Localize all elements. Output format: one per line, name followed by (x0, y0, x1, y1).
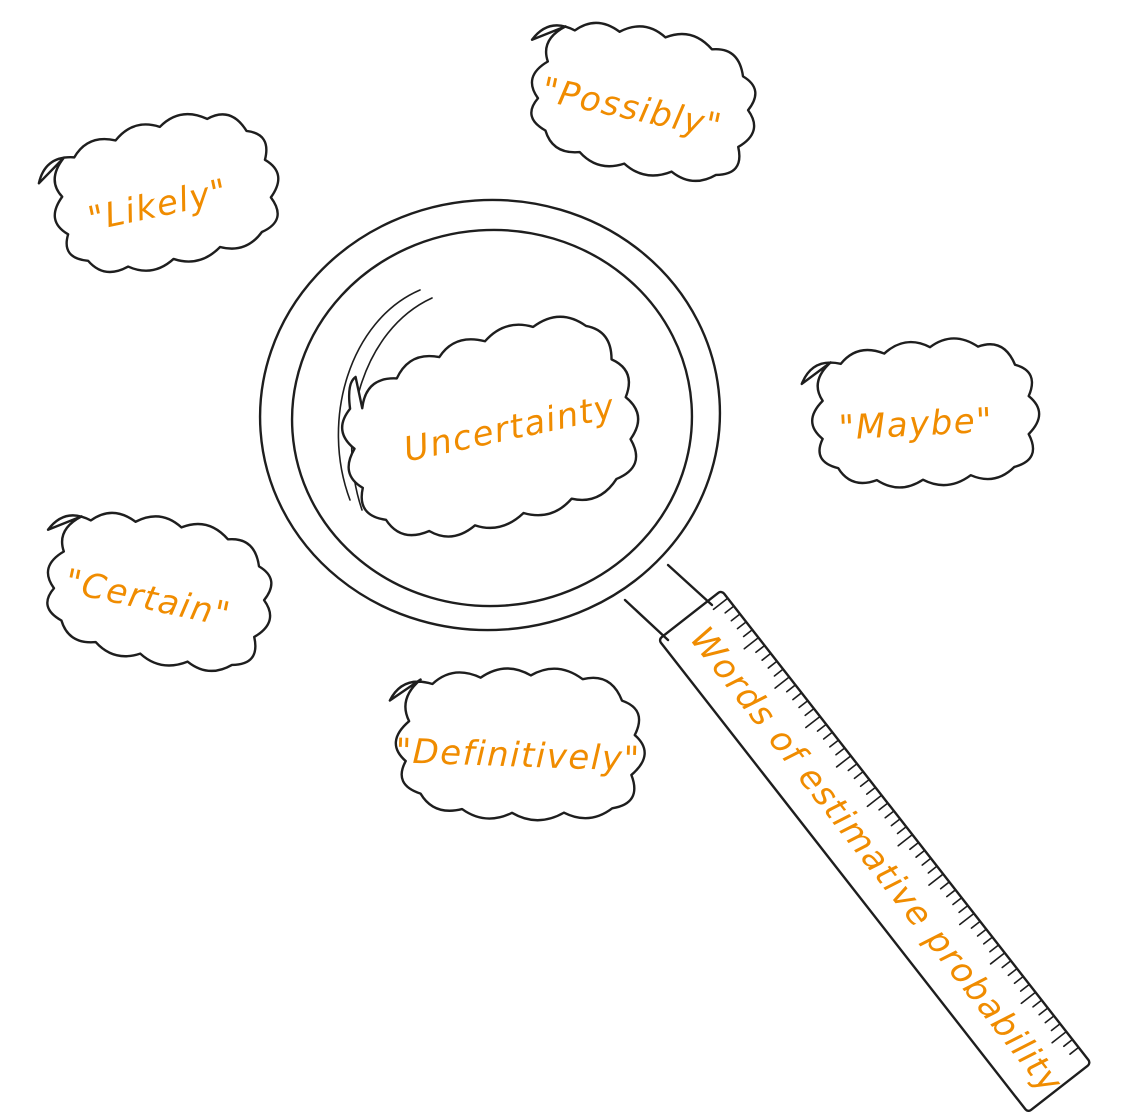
ruler-tick (822, 731, 834, 740)
ruler-tick (866, 794, 883, 808)
ruler-tick (989, 952, 1006, 965)
ruler-tick (804, 707, 815, 717)
ruler-tick (878, 802, 889, 811)
ruler-tick (982, 936, 994, 945)
ruler-tick (896, 825, 908, 835)
ruler-tick (773, 668, 784, 677)
ruler-tick (1001, 959, 1012, 969)
ruler-tick (927, 865, 938, 874)
ruler-tick (970, 920, 981, 929)
ruler-tick (909, 841, 920, 851)
ruler-tick (1051, 1030, 1068, 1044)
term-cloud-possibly: "Possibly" (530, 21, 757, 183)
handle-ruler: Words of estimative probability (658, 590, 1091, 1112)
ruler-tick (865, 786, 877, 795)
ruler-tick (915, 849, 926, 858)
magnifying-glass-icon (258, 198, 722, 642)
ruler-tick (805, 715, 821, 729)
ruler-tick (928, 873, 944, 886)
ruler-tick (792, 692, 803, 701)
ruler-tick (1069, 1046, 1080, 1055)
ruler-tick (1044, 1015, 1055, 1024)
ruler-tick (952, 896, 963, 906)
ruler-tick (829, 739, 840, 748)
ruler-tick (730, 613, 741, 622)
ruler-tick (890, 818, 901, 827)
ruler-tick (742, 628, 754, 638)
ruler-tick (1007, 967, 1018, 977)
ruler-tick (958, 904, 969, 914)
ruler-tick (736, 621, 747, 630)
ruler-tick (976, 928, 988, 937)
ruler-tick (946, 889, 957, 898)
ruler-tick (774, 676, 791, 689)
ruler-tick (743, 636, 760, 650)
ruler-tick (724, 605, 735, 614)
ruler-tick (785, 684, 797, 693)
ruler-tick (884, 810, 895, 819)
ruler-tick (1019, 983, 1031, 992)
ruler-tick (1020, 991, 1037, 1005)
ruler-tick (989, 944, 1000, 953)
ruler-tick (755, 644, 766, 654)
ruler-tick (921, 857, 932, 866)
ruler-tick (1050, 1022, 1061, 1032)
term-cloud-likely: "Likely" (37, 112, 280, 274)
ruler-tick (897, 833, 914, 847)
ruler-tick (761, 652, 772, 661)
ruler-tick (712, 597, 729, 611)
term-cloud-definitively: "Definitively" (388, 667, 646, 822)
ruler-tick (853, 770, 864, 780)
ruler-tick (847, 762, 858, 772)
ruler-tick (1062, 1038, 1074, 1048)
ruler-tick (767, 660, 778, 669)
term-definitively: "Definitively" (395, 731, 641, 780)
ruler-tick (1032, 999, 1043, 1008)
term-cloud-certain: "Certain" (46, 511, 273, 673)
ruler-tick (798, 699, 809, 709)
term-maybe: "Maybe" (838, 400, 994, 448)
ruler-tick (835, 747, 846, 756)
handle-label: Words of estimative probability (682, 620, 1071, 1102)
ruler-tick (816, 723, 827, 732)
term-cloud-maybe: "Maybe" (800, 337, 1041, 489)
ruler-tick (1013, 975, 1024, 985)
center-concept-cloud: Uncertainty (341, 315, 640, 538)
ruler-tick (835, 755, 852, 768)
ruler-tick (859, 778, 871, 788)
ruler-tick (939, 881, 951, 890)
ruler-tick (958, 912, 975, 926)
ruler-tick (1038, 1007, 1049, 1016)
